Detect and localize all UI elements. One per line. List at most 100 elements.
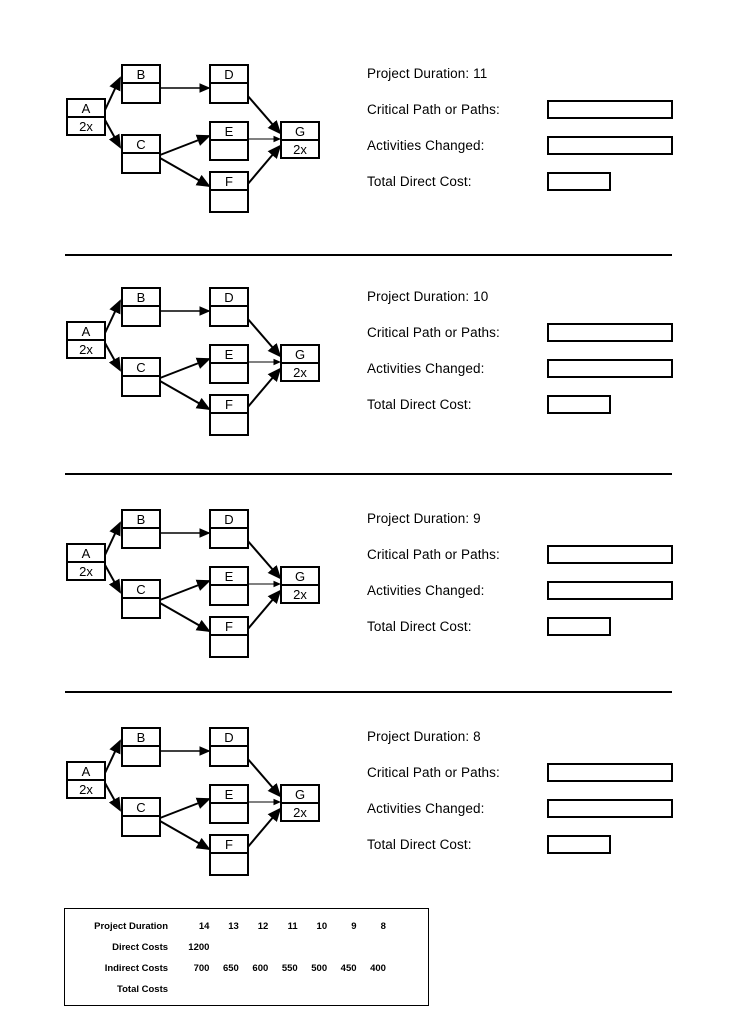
- answer-form-4: Project Duration: 8 Critical Path or Pat…: [367, 718, 697, 862]
- edge-c-f: [159, 602, 211, 632]
- project-duration-label: Project Duration: 8: [367, 728, 481, 744]
- cell-total-2[interactable]: [243, 979, 272, 1000]
- node-f: F: [209, 616, 249, 658]
- node-g-bottom: 2x: [293, 805, 307, 820]
- edge-f-g: [246, 144, 282, 186]
- critical-path-input[interactable]: [547, 544, 673, 564]
- node-g-bottom: 2x: [293, 365, 307, 380]
- node-e: E: [209, 121, 249, 161]
- total-direct-cost-input[interactable]: [547, 394, 611, 414]
- node-e-top: E: [225, 569, 234, 584]
- node-d: D: [209, 287, 249, 327]
- activities-changed-label: Activities Changed:: [367, 582, 485, 598]
- node-g-bottom: 2x: [293, 587, 307, 602]
- cell-indirect-0: 700: [193, 963, 210, 974]
- critical-path-input[interactable]: [547, 99, 673, 119]
- node-e: E: [209, 566, 249, 606]
- cell-direct-1[interactable]: [213, 937, 242, 958]
- row-label-direct-costs: Direct Costs: [112, 942, 169, 953]
- node-a: A 2x: [66, 761, 106, 799]
- node-b: B: [121, 64, 161, 104]
- total-direct-cost-label: Total Direct Cost:: [367, 836, 472, 852]
- cell-total-3[interactable]: [272, 979, 301, 1000]
- cell-direct-4[interactable]: [302, 937, 331, 958]
- activities-changed-input[interactable]: [547, 798, 673, 818]
- node-g-top: G: [295, 347, 305, 362]
- cell-indirect-1: 650: [222, 963, 239, 974]
- activities-changed-label: Activities Changed:: [367, 800, 485, 816]
- total-direct-cost-input[interactable]: [547, 171, 611, 191]
- node-c: C: [121, 134, 161, 174]
- node-c-top: C: [136, 137, 145, 152]
- cell-direct-0[interactable]: 1200: [188, 942, 210, 953]
- duration-row: Project Duration: 11: [367, 55, 697, 91]
- node-b-top: B: [137, 730, 146, 745]
- edge-a-b: [104, 76, 121, 111]
- activities-changed-input[interactable]: [547, 580, 673, 600]
- project-duration-label: Project Duration: 10: [367, 288, 489, 304]
- cell-total-4[interactable]: [302, 979, 331, 1000]
- duration-row: Project Duration: 8: [367, 718, 697, 754]
- total-direct-cost-label: Total Direct Cost:: [367, 618, 472, 634]
- cell-direct-6[interactable]: [361, 937, 390, 958]
- cell-direct-5[interactable]: [331, 937, 360, 958]
- network-diagram-svg: A 2x B C D: [66, 509, 320, 658]
- duration-row: Project Duration: 9: [367, 500, 697, 536]
- project-duration-label: Project Duration: 11: [367, 65, 488, 81]
- critical-path-input[interactable]: [547, 762, 673, 782]
- critical-path-row: Critical Path or Paths:: [367, 91, 697, 127]
- cell-duration-2: 12: [257, 921, 269, 932]
- node-a-bottom: 2x: [79, 564, 93, 579]
- node-d: D: [209, 727, 249, 767]
- edge-c-f: [159, 380, 211, 410]
- node-g-top: G: [295, 124, 305, 139]
- table-row: Direct Costs 1200: [65, 937, 428, 958]
- activities-changed-input[interactable]: [547, 358, 673, 378]
- network-diagram-svg: A 2x B C D: [66, 287, 320, 436]
- critical-path-input[interactable]: [547, 322, 673, 342]
- node-c: C: [121, 579, 161, 619]
- section-divider-2: [65, 473, 672, 475]
- edge-f-g: [246, 807, 282, 849]
- total-direct-cost-label: Total Direct Cost:: [367, 173, 472, 189]
- edge-c-e: [159, 134, 211, 156]
- cell-total-0[interactable]: [182, 979, 213, 1000]
- cell-duration-0: 14: [198, 921, 210, 932]
- row-label-indirect-costs: Indirect Costs: [104, 963, 169, 974]
- node-b-top: B: [137, 67, 146, 82]
- cell-total-6[interactable]: [361, 979, 390, 1000]
- node-g-top: G: [295, 787, 305, 802]
- total-direct-cost-input[interactable]: [547, 834, 611, 854]
- node-b-top: B: [137, 512, 146, 527]
- node-a-top: A: [82, 546, 91, 561]
- node-c-top: C: [136, 800, 145, 815]
- network-diagram-1: A 2x B C D: [62, 55, 422, 230]
- cell-total-5[interactable]: [331, 979, 360, 1000]
- activities-changed-label: Activities Changed:: [367, 360, 485, 376]
- cell-direct-2[interactable]: [243, 937, 272, 958]
- cell-duration-6: 8: [380, 921, 386, 932]
- activities-changed-label: Activities Changed:: [367, 137, 485, 153]
- row-label-total-costs: Total Costs: [117, 984, 169, 995]
- node-b: B: [121, 509, 161, 549]
- activities-changed-row: Activities Changed:: [367, 572, 697, 608]
- node-d-top: D: [224, 67, 233, 82]
- total-direct-cost-input[interactable]: [547, 616, 611, 636]
- node-c-top: C: [136, 582, 145, 597]
- activities-changed-row: Activities Changed:: [367, 350, 697, 386]
- table-spacer: [390, 958, 428, 979]
- cell-indirect-4: 500: [311, 963, 328, 974]
- activities-changed-input[interactable]: [547, 135, 673, 155]
- node-f: F: [209, 171, 249, 213]
- total-direct-cost-row: Total Direct Cost:: [367, 826, 697, 862]
- node-e: E: [209, 344, 249, 384]
- edge-c-e: [159, 797, 211, 819]
- node-f: F: [209, 394, 249, 436]
- node-g: G 2x: [280, 566, 320, 604]
- critical-path-label: Critical Path or Paths:: [367, 764, 500, 780]
- node-f-top: F: [225, 397, 233, 412]
- cell-direct-3[interactable]: [272, 937, 301, 958]
- section-divider-1: [65, 254, 672, 256]
- table-row: Project Duration 14 13 12 11 10 9 8: [65, 916, 428, 937]
- cell-total-1[interactable]: [213, 979, 242, 1000]
